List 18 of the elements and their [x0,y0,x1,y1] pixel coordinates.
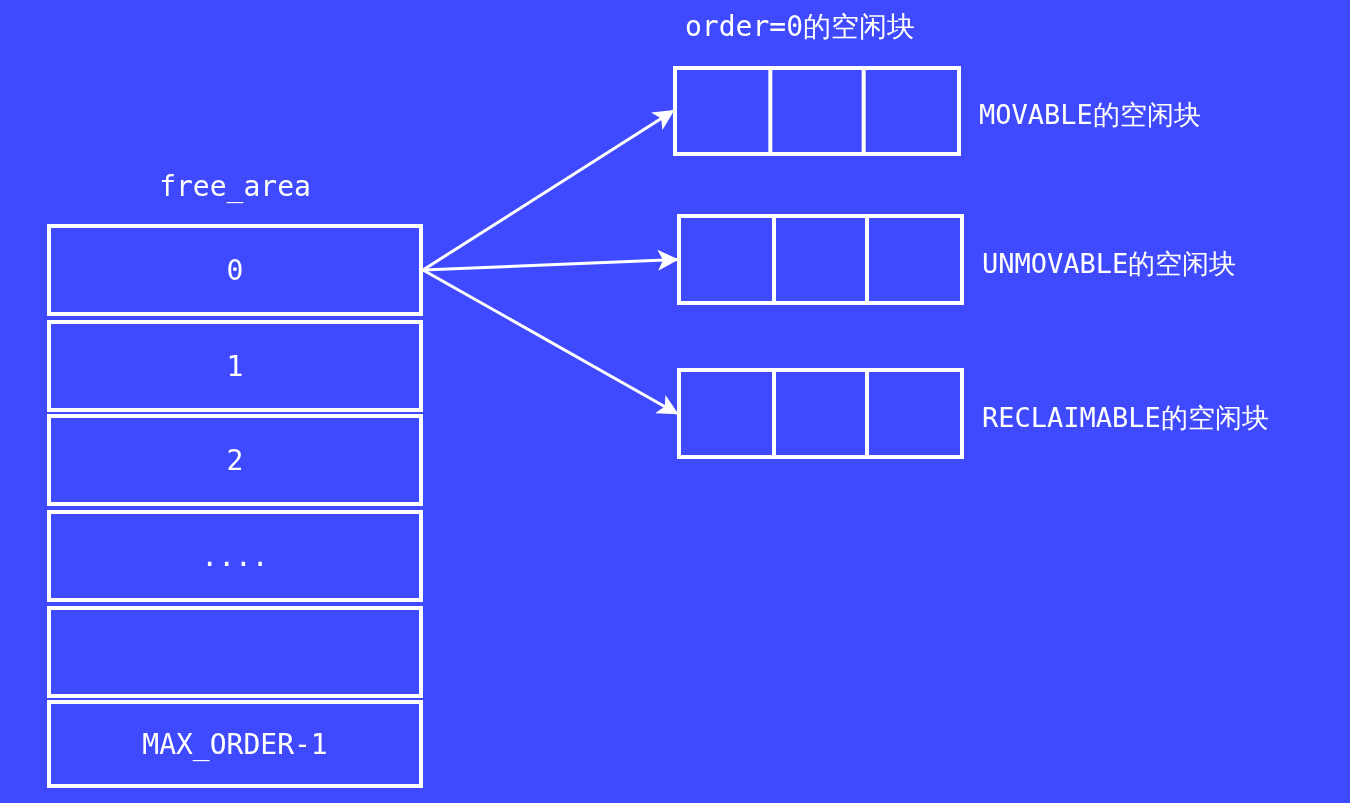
table-row [47,700,423,788]
table-row [47,606,423,698]
list-caption: UNMOVABLE的空闲块 [982,246,1237,281]
row-label: 0 [226,253,244,287]
table-row [47,414,423,506]
arrow [422,268,679,415]
list-caption: MOVABLE的空闲块 [979,98,1201,132]
row-label: 1 [226,349,244,383]
row-label: 2 [226,443,244,477]
heading: order=0的空闲块 [685,9,915,45]
arrow [422,249,679,272]
table-row [47,224,423,316]
column-heading: free_area [158,170,312,203]
list-caption: RECLAIMABLE的空闲块 [982,400,1269,435]
row-label: MAX_ORDER-1 [142,727,328,761]
table-row [47,320,423,412]
row-label: .... [201,539,269,573]
table-row [47,510,423,602]
